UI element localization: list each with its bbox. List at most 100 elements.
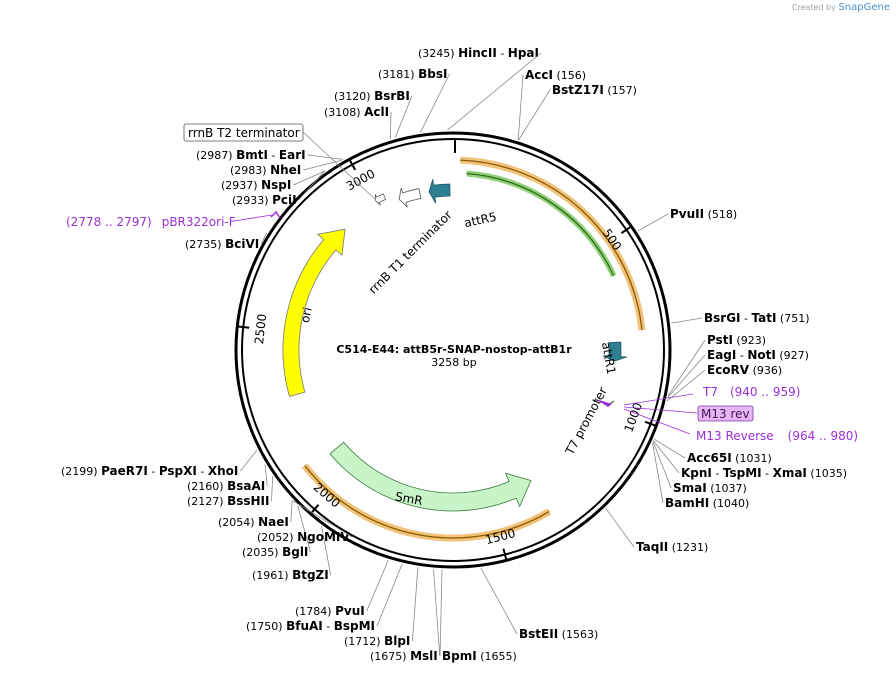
- scale-tick: [620, 225, 632, 234]
- primer-t7: T7(940 .. 959): [702, 385, 800, 399]
- feature-label-attr1: attR1: [599, 341, 618, 376]
- backbone-outer: [234, 131, 672, 569]
- snapgene-watermark: Created by SnapGene: [792, 2, 890, 13]
- enzyme-leader: [303, 159, 342, 171]
- enzyme-label: (3108) AclI: [324, 105, 389, 119]
- enzyme-label: (3120) BsrBI: [334, 89, 410, 103]
- enzyme-label: SmaI (1037): [673, 481, 747, 495]
- enzyme-label: Acc65I (1031): [687, 451, 772, 465]
- map-length: 3258 bp: [431, 356, 476, 369]
- snap-cds-line: [460, 159, 643, 331]
- enzyme-label: AccI (156): [525, 68, 586, 82]
- primer-pbr322ori-f: (2778 .. 2797)pBR322ori-F: [66, 215, 236, 229]
- backbone-inner: [241, 138, 665, 562]
- enzyme-leader: [412, 567, 419, 642]
- enzyme-leader: [667, 354, 706, 398]
- enzyme-leader: [264, 464, 268, 487]
- enzyme-leader: [667, 339, 706, 396]
- enzyme-leader: [480, 568, 518, 635]
- pbr322-primer-mark: [270, 210, 281, 219]
- enzyme-label: KpnI - TspMI - XmaI (1035): [681, 466, 847, 480]
- enzyme-label: (2054) NaeI: [218, 515, 289, 529]
- attr1-arrow: [602, 341, 627, 362]
- enzyme-leader: [240, 449, 258, 472]
- primer-m13-reverse: M13 Reverse(964 .. 980): [696, 429, 858, 443]
- enzyme-label: PvuII (518): [670, 207, 737, 221]
- enzyme-label: (1750) BfuAI - BspMI: [246, 619, 375, 633]
- enzyme-label: BamHI (1040): [665, 496, 749, 510]
- enzyme-label: (2127) BssHII: [187, 494, 269, 508]
- ori-arrow: [282, 228, 346, 397]
- enzyme-label: (1712) BlpI: [344, 634, 410, 648]
- rrnb-t1-arrow: [398, 187, 422, 208]
- rrnb-t2-arrow: [374, 193, 387, 206]
- scale-tick-label: 1000: [621, 401, 645, 435]
- enzyme-leader: [652, 442, 664, 504]
- enzyme-leader: [671, 317, 703, 324]
- enzyme-layer: (3245) HincII - HpaI (3181) BbsI (3120) Bs…: [61, 46, 847, 663]
- scale-tick: [644, 420, 657, 427]
- scale-tick-label: 2500: [252, 313, 269, 345]
- enzyme-leader: [321, 526, 332, 576]
- enzyme-leader: [290, 500, 293, 523]
- enzyme-label: (3181) BbsI: [378, 67, 447, 81]
- enzyme-leader: [653, 440, 680, 474]
- enzyme-leader: [666, 369, 706, 402]
- enzyme-leader: [605, 508, 635, 548]
- enzyme-leader: [366, 560, 389, 612]
- enzyme-label: (2933) PciI: [232, 193, 297, 207]
- enzyme-leader: [293, 170, 326, 186]
- feature-label-attr5: attR5: [463, 210, 498, 231]
- enzyme-leader: [439, 569, 443, 657]
- enzyme-label: (2160) BsaAI: [187, 479, 265, 493]
- feature-label-smr: SmR: [394, 489, 424, 508]
- pbr322-leader: [233, 214, 273, 222]
- enzyme-label: BsrGI - TatI (751): [704, 311, 810, 325]
- enzyme-label: (2983) NheI: [230, 163, 301, 177]
- enzyme-label: (2035) BglI: [242, 545, 308, 559]
- rrnb-t2-leader: [302, 131, 377, 201]
- enzyme-label: (1784) PvuI: [295, 604, 365, 618]
- enzyme-label: (2735) BciVI: [185, 237, 259, 251]
- enzyme-leader: [298, 171, 325, 201]
- enzyme-leader: [637, 213, 669, 232]
- enzyme-label: EcoRV (936): [707, 363, 782, 377]
- enzyme-leader: [292, 500, 353, 538]
- enzyme-leader: [518, 89, 551, 141]
- t7-leader: [623, 393, 694, 406]
- feature-layer: [282, 156, 646, 542]
- enzyme-label: BstZ17I (157): [552, 83, 637, 97]
- enzyme-leader: [271, 476, 274, 502]
- enzyme-label: EagI - NotI (927): [707, 348, 809, 362]
- scale-tick: [502, 548, 508, 561]
- scale-tick: [237, 325, 250, 329]
- smr-arrow: [329, 441, 532, 512]
- watermark-created-by: Created by: [791, 3, 836, 12]
- primer-m13-rev-box: [697, 405, 754, 422]
- enzyme-label: (2199) PaeR7I - PspXI - XhoI: [61, 464, 238, 478]
- attr5-arrow: [428, 179, 451, 204]
- scale-tick-label: 1500: [484, 526, 517, 547]
- enzyme-label: TaqII (1231): [636, 540, 708, 554]
- feature-label-t7-promoter: T7 promoter: [562, 385, 610, 458]
- enzyme-label: PstI (923): [707, 333, 766, 347]
- smr-band-line: [304, 465, 550, 539]
- enzyme-leader: [307, 154, 344, 160]
- rrnb-t2-label: rrnB T2 terminator: [188, 126, 300, 140]
- m13-reverse-leader: [623, 408, 691, 435]
- enzyme-label: (2987) BmtI - EarI: [196, 148, 306, 162]
- enzyme-leader: [394, 95, 413, 138]
- enzyme-label: (1675) MslI: [370, 649, 438, 663]
- enzyme-leader: [517, 74, 524, 140]
- enzyme-leader: [376, 563, 403, 627]
- enzyme-leader: [653, 438, 686, 459]
- enzyme-leader: [297, 505, 311, 553]
- enzyme-leader: [420, 73, 450, 133]
- enzyme-label: (1961) BtgZI: [252, 568, 329, 582]
- map-title: C514-E44: attB5r-SNAP-nostop-attB1r: [336, 343, 572, 356]
- feature-label-rrnb-t1: rrnB T1 terminator: [366, 208, 455, 297]
- enzyme-leader: [389, 111, 392, 140]
- enzyme-leader: [447, 52, 542, 131]
- enzyme-label: (3245) HincII - HpaI: [418, 46, 539, 60]
